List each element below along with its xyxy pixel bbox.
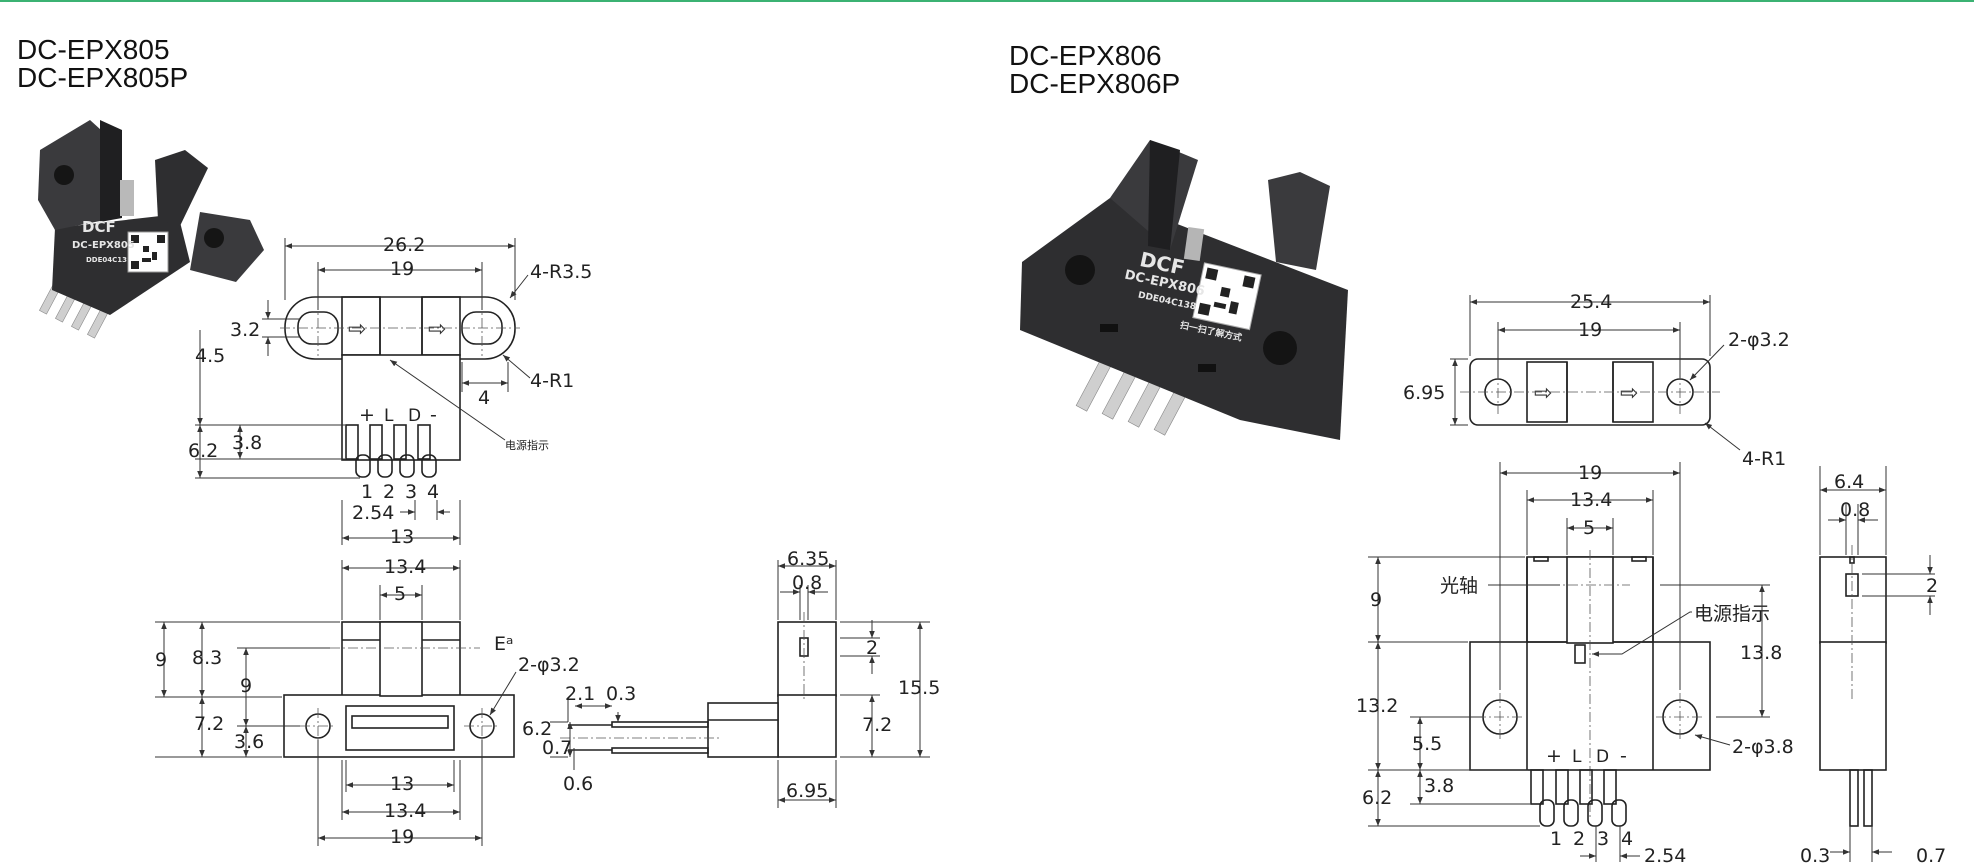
right-front-pin-number-2: 2 [1573, 828, 1585, 850]
right-front-pin-label-h-label: 3.8 [1424, 775, 1454, 797]
left-product-photo: DCF DC-EPX805 DDE04C13 [38, 120, 264, 339]
right-front-holes-label: 2-φ3.8 [1732, 736, 1794, 758]
left-photo-model-print: DC-EPX805 [72, 240, 135, 251]
left-side-slot-h-label: 2 [866, 637, 878, 659]
left-top-indicator-label: 电源指示 [505, 438, 549, 452]
left-side-width-label: 6.35 [787, 548, 829, 570]
left-top-pin-symbol-4: - [430, 404, 437, 426]
right-model-name-1: DC-EPX806 [1009, 40, 1162, 71]
right-front-view: 19 13.4 5 光轴 电源指示 2-φ3.8 9 13.2 6.2 5.5 … [1356, 462, 1794, 865]
left-front-slot-label: 5 [394, 583, 406, 605]
right-front-pin-number-4: 4 [1621, 828, 1633, 850]
right-front-pin-symbol-4: - [1620, 745, 1627, 767]
left-front-top-width-label: 13.4 [384, 556, 426, 578]
right-top-hole-pitch-label: 19 [1578, 319, 1602, 341]
left-front-base-label: 13.4 [384, 800, 426, 822]
top-accent-line [0, 0, 1974, 2]
right-side-slot-h-label: 2 [1926, 575, 1938, 597]
right-front-pin-symbol-2: L [1572, 747, 1582, 767]
left-side-pin-t-label: 0.3 [606, 683, 636, 705]
left-top-offset-label: 4.5 [195, 345, 225, 367]
right-top-radius-label: 4-R1 [1742, 448, 1786, 470]
left-top-pin-symbol-3: D [408, 406, 421, 426]
left-front-marker-label: Eᵃ [494, 633, 513, 655]
left-top-width-label: 26.2 [383, 234, 425, 256]
left-photo-code-print: DDE04C13 [86, 256, 127, 264]
left-top-inner-radius-label: 4-R1 [530, 370, 574, 392]
left-side-pin-w-label: 2.1 [565, 683, 595, 705]
left-top-pin-number-1: 1 [361, 481, 373, 503]
right-front-mount-h-label: 5.5 [1412, 733, 1442, 755]
left-top-pin-height-label: 6.2 [188, 440, 218, 462]
left-top-pin-pitch-label: 2.54 [352, 502, 394, 524]
right-front-inner-label: 13.4 [1570, 489, 1612, 511]
left-front-mount-label: 3.6 [234, 731, 264, 753]
right-side-slot-label: 0.8 [1840, 499, 1870, 521]
left-front-slot-depth-label: 9 [155, 649, 167, 671]
right-product-photo: DCF DC-EPX806 DDE04C138 扫一扫了解方式 [1020, 140, 1348, 440]
left-front-inner-base-label: 13 [390, 773, 414, 795]
right-side-pin-t-label: 0.3 [1800, 845, 1830, 865]
left-front-holes-label: 2-φ3.2 [518, 654, 580, 676]
right-front-axis-label: 光轴 [1440, 575, 1478, 597]
right-front-pin-symbol-3: D [1596, 747, 1609, 767]
right-front-indicator-label: 电源指示 [1694, 603, 1770, 625]
left-front-pitch-label: 19 [390, 826, 414, 848]
left-top-pin-symbol-1: + [359, 404, 375, 426]
left-front-depth1-label: 8.3 [192, 647, 222, 669]
left-top-pin-number-4: 4 [427, 481, 439, 503]
left-top-height-label: 3.2 [230, 319, 260, 341]
right-top-holes-label: 2-φ3.2 [1728, 329, 1790, 351]
left-top-arrow-icon-2: ⇨ [428, 316, 446, 341]
right-top-width-label: 25.4 [1570, 291, 1612, 313]
left-side-lower-h-label: 7.2 [862, 714, 892, 736]
left-photo-pins [39, 283, 109, 339]
left-model-name-2: DC-EPX805P [17, 62, 189, 93]
left-front-flange-label: 7.2 [194, 713, 224, 735]
left-top-view: ⇨ ⇨ 26.2 19 4-R3.5 3.2 4 [188, 234, 592, 548]
left-model-name-1: DC-EPX805 [17, 34, 170, 65]
left-top-hole-pitch-label: 19 [390, 258, 414, 280]
right-top-arrow-icon: ⇨ [1534, 380, 1552, 405]
left-top-pin-label-height: 3.8 [232, 432, 262, 454]
left-photo-logo: DCF [82, 218, 116, 236]
right-model-name-2: DC-EPX806P [1009, 68, 1181, 99]
right-front-pin-symbol-1: + [1546, 745, 1562, 767]
right-front-pin-pitch-label: 2.54 [1644, 845, 1686, 865]
left-top-tab-label: 4 [478, 387, 490, 409]
left-front-view: 13.4 5 Eᵃ 2-φ3.2 9 8.3 9 7.2 3.6 13 13.4 [155, 556, 580, 848]
left-front-depth2-label: 9 [240, 675, 252, 697]
right-top-view: ⇨ ⇨ 25.4 19 2-φ3.2 6.95 4-R1 [1403, 291, 1790, 470]
left-side-slot-label: 0.8 [792, 572, 822, 594]
right-front-pin-number-1: 1 [1550, 828, 1562, 850]
left-side-pin-bottom-label: 0.6 [563, 773, 593, 795]
right-side-width-label: 6.4 [1834, 471, 1864, 493]
right-side-view: 6.4 0.8 2 0.3 0.7 [1800, 466, 1946, 865]
right-front-pin-h-label: 6.2 [1362, 787, 1392, 809]
right-side-pin-off-label: 0.7 [1916, 845, 1946, 865]
left-top-corner-radius-label: 4-R3.5 [530, 261, 592, 283]
left-side-pin-off-label: 0.7 [542, 737, 572, 759]
left-top-pin-span-label: 13 [390, 526, 414, 548]
right-top-arrow-icon-2: ⇨ [1620, 380, 1638, 405]
left-side-pin-h-label: 6.2 [522, 718, 552, 740]
right-front-slot-depth-label: 9 [1370, 589, 1382, 611]
right-front-total-h-label: 13.2 [1356, 695, 1398, 717]
left-side-total-h-label: 15.5 [898, 677, 940, 699]
left-top-pin-number-2: 2 [383, 481, 395, 503]
right-front-width-label: 19 [1578, 462, 1602, 484]
left-side-view: 6.35 0.8 2 15.5 7.2 6.95 2.1 0.3 6.2 0.7… [522, 548, 940, 808]
left-top-pin-number-3: 3 [405, 481, 417, 503]
right-front-slot-label: 5 [1583, 517, 1595, 539]
left-top-pin-symbol-2: L [384, 406, 394, 426]
right-front-pin-number-3: 3 [1597, 828, 1609, 850]
right-top-height-label: 6.95 [1403, 382, 1445, 404]
right-front-right-h-label: 13.8 [1740, 642, 1782, 664]
left-side-base-label: 6.95 [786, 780, 828, 802]
left-top-arrow-icon: ⇨ [348, 316, 366, 341]
